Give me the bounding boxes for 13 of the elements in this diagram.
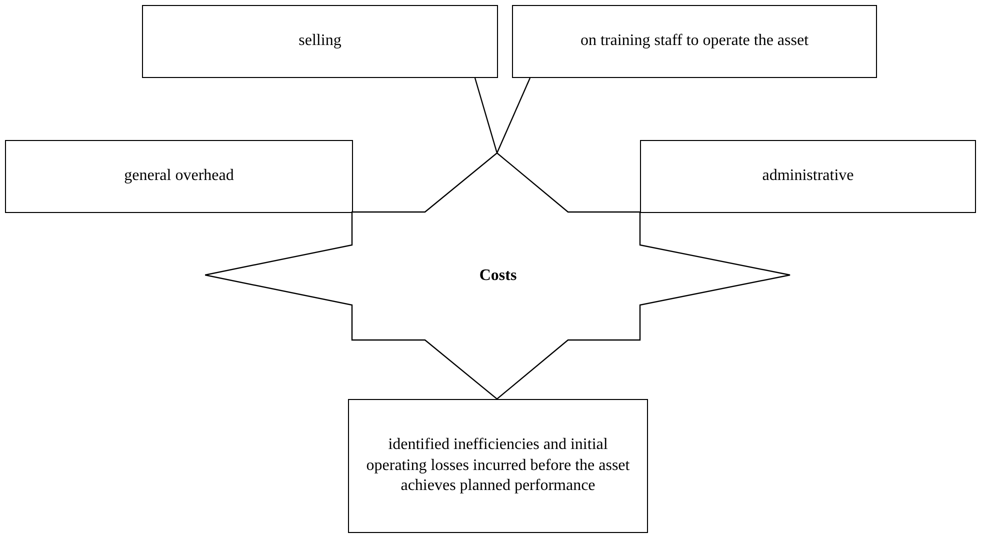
box-text: identified inefficiencies and initial operating losses incurred before the asset achieves planned performance [365, 434, 631, 496]
text-box [640, 140, 976, 213]
box-text: selling [298, 31, 342, 52]
text-box [142, 5, 498, 78]
box-text: on training staff to operate the asset [580, 31, 809, 52]
box-text: general overhead [124, 166, 234, 186]
text-box [348, 399, 648, 533]
text-box [512, 5, 877, 78]
connector-line [474, 78, 498, 154]
box-text: administrative [762, 166, 854, 186]
text-box [5, 140, 353, 213]
connector-line [496, 78, 531, 154]
center-label: Costs [479, 266, 517, 286]
